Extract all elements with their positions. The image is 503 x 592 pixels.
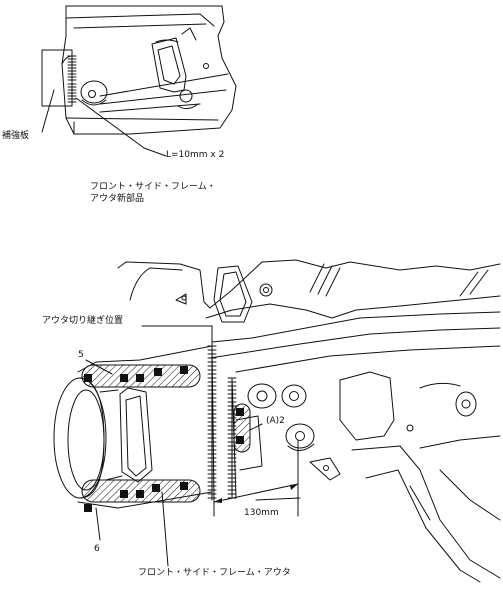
weld-spot: [236, 408, 244, 416]
weld-spot: [84, 504, 92, 512]
weld-spot: [120, 374, 128, 382]
frame-outer-label: フロント・サイド・フレーム・アウタ: [138, 568, 291, 578]
callout-6: 6: [94, 544, 100, 554]
weld-spot: [152, 484, 160, 492]
weld-spot: [120, 490, 128, 498]
weld-spot: [236, 436, 244, 444]
weld-spot: [180, 482, 188, 490]
dimension-130mm: 130mm: [244, 508, 279, 518]
top-leaders: [41, 89, 167, 157]
weld-spot: [136, 490, 144, 498]
weld-length-label: L=10mm x 2: [166, 150, 225, 160]
cut-line-ticks: [207, 345, 237, 501]
top-panel-drawing: [41, 5, 237, 135]
weld-spot: [136, 374, 144, 382]
weld-spot: [180, 366, 188, 374]
cut-position-label: アウタ切り継ぎ位置: [42, 316, 124, 326]
new-part-label-line1: フロント・サイド・フレーム・: [90, 182, 216, 192]
reinforcement-plate-label: 補強板: [2, 131, 30, 141]
bottom-leaders: [85, 325, 299, 567]
top-weld-ticks: [67, 55, 77, 105]
callout-a2: (A)2: [266, 416, 285, 426]
weld-spot: [154, 368, 162, 376]
weld-spot: [84, 374, 92, 382]
reinforcement-plate: [41, 49, 73, 107]
weld-spots: [84, 366, 244, 512]
callout-5: 5: [78, 350, 84, 360]
new-part-label-line2: アウタ新部品: [90, 194, 145, 204]
